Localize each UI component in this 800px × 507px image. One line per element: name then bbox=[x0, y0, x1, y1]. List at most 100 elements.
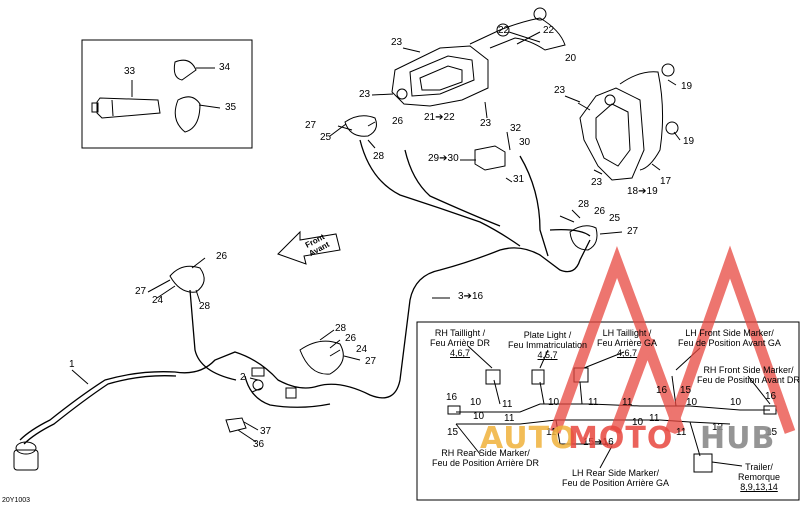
part-label-11: 11 bbox=[504, 413, 515, 424]
part-label-35: 35 bbox=[225, 102, 237, 113]
part-label-10: 10 bbox=[470, 397, 482, 408]
part-label-37: 37 bbox=[260, 426, 272, 437]
part-label-10: 10 bbox=[686, 397, 698, 408]
watermark-logo bbox=[549, 245, 796, 434]
part-label-36: 36 bbox=[253, 439, 265, 450]
part-label-11: 11 bbox=[676, 427, 687, 438]
part-label-24: 24 bbox=[356, 344, 368, 355]
part-label-31: 31 bbox=[513, 174, 525, 185]
headlight-right-drawing bbox=[579, 87, 645, 181]
front-arrow-drawing bbox=[277, 230, 341, 265]
part-label-22: 22 bbox=[543, 25, 555, 36]
part-label-17: 17 bbox=[660, 176, 672, 187]
part-label-11: 11 bbox=[649, 413, 660, 424]
part-label-26: 26 bbox=[392, 116, 404, 127]
bulb-wire-20-drawing bbox=[469, 17, 566, 51]
callout-rh-front-marker: RH Front Side Marker/ Feu de Position Av… bbox=[697, 365, 800, 385]
figure-code: 20Y1003 bbox=[2, 497, 31, 504]
part-label-23: 23 bbox=[359, 89, 371, 100]
part-label-24: 24 bbox=[152, 295, 164, 306]
part-label-28: 28 bbox=[578, 199, 590, 210]
part-label-10: 10 bbox=[730, 397, 742, 408]
connector-16-right-drawing bbox=[763, 405, 777, 415]
callout-trailer: Trailer/ Remorque 8,9,13,14 bbox=[738, 462, 781, 492]
callout-lh-taillight: LH Taillight / Feu Arrière GA 4,6,7 bbox=[597, 328, 658, 358]
part-label-10: 10 bbox=[632, 417, 644, 428]
part-label-20: 20 bbox=[565, 53, 577, 64]
part-label-19: 19 bbox=[681, 81, 693, 92]
part-label-23: 23 bbox=[480, 118, 492, 129]
part-label-34: 34 bbox=[219, 62, 231, 73]
part-label-33: 33 bbox=[124, 66, 136, 77]
headlight-assembly-drawing bbox=[391, 45, 489, 107]
part-label-29-30: 29➔30 bbox=[428, 153, 459, 164]
trailer-connector-drawing bbox=[693, 453, 713, 473]
accessory-inset-box bbox=[81, 39, 253, 149]
part-label-15-16: 15➔16 bbox=[583, 437, 614, 448]
grease-tube-drawing bbox=[91, 97, 161, 119]
watermark-text-hub: HUB bbox=[700, 421, 776, 456]
part-label-23: 23 bbox=[391, 37, 403, 48]
watermark-text-moto: MOTO bbox=[568, 421, 674, 456]
part-label-2: 2 bbox=[240, 372, 246, 383]
part-label-16: 16 bbox=[765, 391, 777, 402]
part-label-15: 15 bbox=[766, 427, 778, 438]
watermark-text-auto: AUTO bbox=[480, 421, 577, 456]
part-label-21-22: 21➔22 bbox=[424, 112, 455, 123]
part-label-26: 26 bbox=[594, 206, 606, 217]
part-label-11: 11 bbox=[622, 397, 633, 408]
part-label-10: 10 bbox=[548, 397, 560, 408]
front-marker-left2-drawing bbox=[299, 340, 344, 375]
lighting-inset-box bbox=[416, 321, 800, 501]
bulb-wire-17-drawing bbox=[619, 71, 664, 171]
part-label-10: 10 bbox=[473, 411, 485, 422]
connector-16-left-drawing bbox=[447, 405, 461, 415]
part-label-28: 28 bbox=[335, 323, 347, 334]
front-marker-left-drawing bbox=[169, 265, 205, 293]
marker-top-left-drawing bbox=[344, 115, 377, 137]
clamp-34-drawing bbox=[173, 59, 197, 81]
rh-taillight-connector-drawing bbox=[485, 369, 501, 385]
marker-right-drawing bbox=[569, 225, 598, 251]
part-label-27: 27 bbox=[627, 226, 639, 237]
bulb-left-drawing bbox=[15, 441, 37, 455]
part-label-12: 12 bbox=[712, 422, 724, 433]
part-label-11: 11 bbox=[546, 427, 557, 438]
part-label-30: 30 bbox=[519, 137, 531, 148]
callout-rh-rear-marker: RH Rear Side Marker/ Feu de Position Arr… bbox=[432, 448, 540, 468]
part-label-27: 27 bbox=[365, 356, 377, 367]
part-label-11: 11 bbox=[588, 397, 599, 408]
part-label-27: 27 bbox=[135, 286, 147, 297]
part-label-23: 23 bbox=[591, 177, 603, 188]
part-label-19: 19 bbox=[683, 136, 695, 147]
callout-lh-front-marker: LH Front Side Marker/ Feu de Position Av… bbox=[678, 328, 781, 348]
part-label-3-16: 3➔16 bbox=[458, 291, 484, 302]
part-label-28: 28 bbox=[373, 151, 385, 162]
callout-rh-taillight: RH Taillight / Feu Arrière DR 4,6,7 bbox=[430, 328, 491, 358]
part-label-16: 16 bbox=[446, 392, 458, 403]
part-label-32: 32 bbox=[510, 123, 522, 134]
callout-plate-light: Plate Light / Feu Immatriculation 4,5,7 bbox=[508, 330, 588, 360]
part-label-25: 25 bbox=[320, 132, 332, 143]
callout-lh-rear-marker: LH Rear Side Marker/ Feu de Position Arr… bbox=[562, 468, 670, 488]
switch-29-drawing bbox=[474, 145, 506, 171]
part-label-15: 15 bbox=[447, 427, 459, 438]
part-label-27: 27 bbox=[305, 120, 317, 131]
plate-light-connector-drawing bbox=[531, 369, 545, 385]
part-label-11: 11 bbox=[502, 399, 513, 410]
part-label-15: 15 bbox=[680, 385, 692, 396]
part-label-25: 25 bbox=[609, 213, 621, 224]
part-label-23: 23 bbox=[554, 85, 566, 96]
clamp-35-drawing bbox=[174, 96, 201, 133]
part-label-26: 26 bbox=[216, 251, 228, 262]
bracket-36-drawing bbox=[225, 417, 247, 433]
part-label-1: 1 bbox=[69, 359, 75, 370]
part-label-22: 22 bbox=[498, 25, 510, 36]
part-label-16: 16 bbox=[656, 385, 668, 396]
part-label-18-19: 18➔19 bbox=[627, 186, 658, 197]
main-harness-drawing bbox=[19, 139, 591, 445]
part-label-28: 28 bbox=[199, 301, 211, 312]
part-label-26: 26 bbox=[345, 333, 357, 344]
